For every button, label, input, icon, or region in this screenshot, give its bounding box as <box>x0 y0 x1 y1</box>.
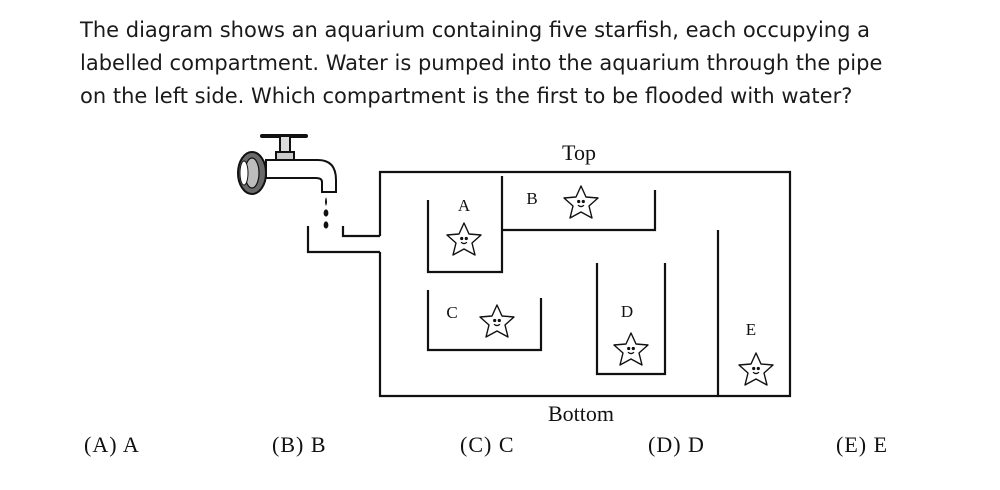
answer-options: (A) A (B) B (C) C (D) D (E) E <box>0 432 1000 468</box>
option-a-mark: (A) <box>84 432 118 457</box>
starfish-d <box>613 332 649 366</box>
starfish-a <box>446 222 482 256</box>
option-e-mark: (E) <box>836 432 868 457</box>
compartment-label-b: B <box>526 189 537 208</box>
question-line-1: The diagram shows an aquarium containing… <box>80 18 870 42</box>
water-drops <box>323 197 329 229</box>
option-b[interactable]: (B) B <box>272 432 327 458</box>
top-label: Top <box>562 140 596 165</box>
faucet-icon <box>237 134 337 195</box>
option-b-mark: (B) <box>272 432 305 457</box>
option-a[interactable]: (A) A <box>84 432 140 458</box>
option-d-text: D <box>688 432 705 457</box>
option-c-mark: (C) <box>460 432 493 457</box>
option-e[interactable]: (E) E <box>836 432 888 458</box>
question-line-3: on the left side. Which compartment is t… <box>80 84 853 108</box>
starfish-c <box>479 304 515 338</box>
option-a-text: A <box>122 432 140 457</box>
starfish-e <box>738 352 774 386</box>
inlet-pipe <box>306 226 380 254</box>
option-b-text: B <box>310 432 327 457</box>
question-line-2: labelled compartment. Water is pumped in… <box>80 51 883 75</box>
option-e-text: E <box>873 432 889 457</box>
option-c[interactable]: (C) C <box>460 432 515 458</box>
starfish-b <box>563 185 599 219</box>
compartment-label-c: C <box>446 303 457 322</box>
option-d-mark: (D) <box>648 432 682 457</box>
option-d[interactable]: (D) D <box>648 432 705 458</box>
bottom-label: Bottom <box>548 401 614 426</box>
aquarium-walls <box>378 170 792 398</box>
compartment-label-a: A <box>458 196 471 215</box>
question-text: The diagram shows an aquarium containing… <box>80 14 940 113</box>
option-c-text: C <box>498 432 515 457</box>
compartment-label-e: E <box>746 320 756 339</box>
compartment-label-d: D <box>621 302 633 321</box>
